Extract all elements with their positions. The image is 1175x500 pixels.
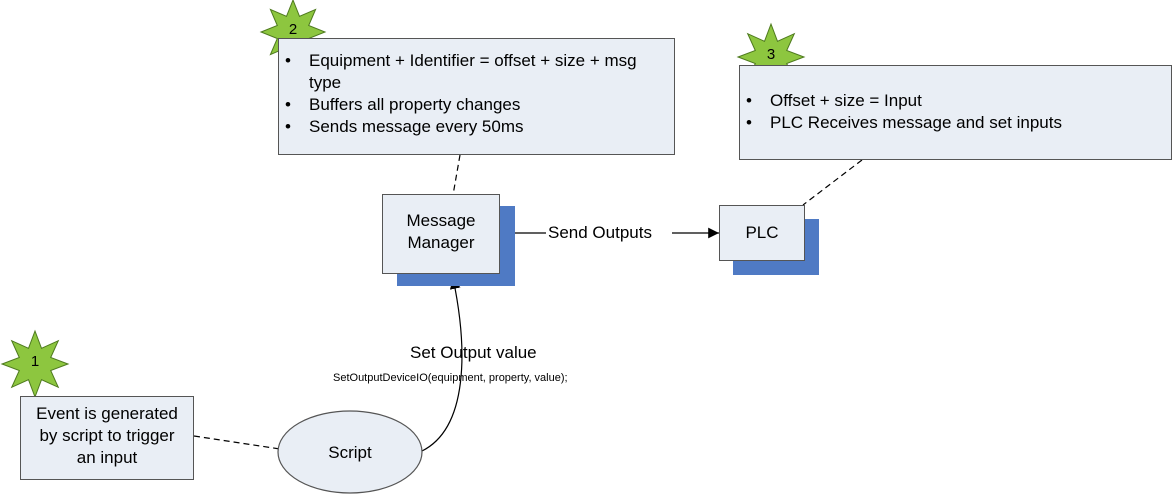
manager-note-bullets: Equipment + Identifier = offset + size +… <box>279 50 668 138</box>
set-output-value-label: Set Output value <box>410 343 537 362</box>
message-manager-label-line: Message <box>406 211 476 230</box>
step-2-number: 2 <box>288 21 298 38</box>
event-note-line: by script to trigger <box>39 426 175 445</box>
manager-note-connector <box>452 154 461 196</box>
message-manager-label-line: Manager <box>407 233 475 252</box>
plc-note: Offset + size = Input PLC Receives messa… <box>739 65 1172 160</box>
set-output-call-label: SetOutputDeviceIO(equipment, property, v… <box>333 372 568 384</box>
plc-label: PLC <box>745 223 779 242</box>
step-1-number: 1 <box>30 353 40 370</box>
script-label: Script <box>328 443 372 462</box>
event-note: Event is generated by script to trigger … <box>20 396 194 480</box>
set-output-arrow <box>421 277 463 452</box>
manager-note: Equipment + Identifier = offset + size +… <box>278 38 675 155</box>
step-3-number: 3 <box>766 46 776 63</box>
plc-node <box>719 205 805 261</box>
plc-note-bullet: Offset + size = Input <box>740 90 1165 112</box>
send-outputs-label: Send Outputs <box>548 223 652 242</box>
message-manager-label: Message Manager <box>382 210 500 254</box>
message-manager-node <box>382 194 500 274</box>
script-node-shape <box>277 410 423 494</box>
event-note-line: an input <box>76 448 138 467</box>
event-note-line: Event is generated <box>36 404 178 423</box>
manager-note-bullet: Sends message every 50ms <box>279 116 668 138</box>
plc-note-bullet: PLC Receives message and set inputs <box>740 112 1165 134</box>
event-note-connector <box>193 435 281 450</box>
manager-note-bullet: Buffers all property changes <box>279 94 668 116</box>
manager-note-bullet: Equipment + Identifier = offset + size +… <box>279 50 668 94</box>
plc-note-connector <box>802 159 863 206</box>
plc-note-bullets: Offset + size = Input PLC Receives messa… <box>740 90 1165 134</box>
